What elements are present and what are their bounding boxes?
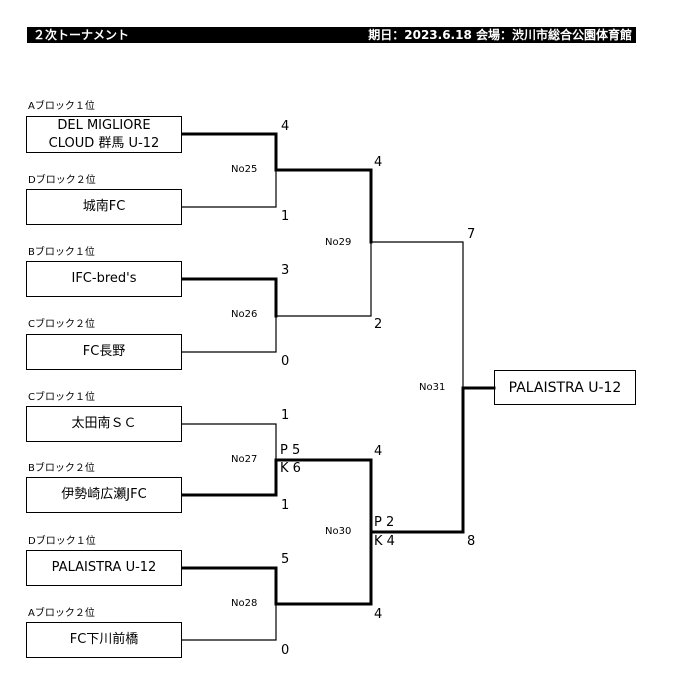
match-label-no28: No28 [231, 598, 258, 609]
pk-no27-top: P 5 [280, 443, 301, 458]
team-name-4: FC長野 [82, 344, 126, 359]
line-r1-team3 [180, 277, 278, 318]
team-box-7: PALAISTRA U-12 [26, 550, 182, 586]
line-r1-team6 [180, 458, 278, 497]
line-r2-no27 [274, 458, 373, 534]
block-label-4: Cブロック２位 [28, 319, 95, 330]
score-no28-bottom: 0 [281, 643, 290, 658]
block-label-6: Bブロック２位 [28, 463, 95, 474]
match-label-no25: No25 [231, 164, 258, 175]
header-bar: ２次トーナメント 期日：2023.6.18 会場：渋川市総合公園体育館 [27, 27, 636, 43]
team-name-8: FC下川前橋 [69, 632, 139, 647]
team-box-6: 伊勢崎広瀬JFC [26, 477, 182, 513]
tournament-title: ２次トーナメント [33, 28, 130, 42]
match-label-no31: No31 [419, 382, 446, 393]
line-r1-team1 [180, 132, 278, 172]
match-label-no29: No29 [325, 237, 352, 248]
match-label-no27: No27 [231, 454, 258, 465]
score-no27-top: 1 [281, 408, 290, 423]
score-no30-bottom: 4 [374, 607, 383, 622]
match-label-no30: No30 [325, 526, 352, 537]
pk-no30-top: P 2 [374, 515, 395, 530]
block-label-7: Dブロック１位 [28, 536, 96, 547]
pk-no27-bottom: K 6 [280, 461, 301, 476]
block-label-2: Dブロック２位 [28, 175, 96, 186]
champion-box: PALAISTRA U-12 [494, 370, 636, 405]
line-final-no30 [369, 386, 465, 534]
score-no31-bottom: 8 [467, 534, 476, 549]
line-final-no29 [370, 241, 464, 389]
line-r1-team8 [181, 603, 277, 641]
team-name-5: 太田南ＳＣ [71, 416, 137, 431]
team-box-4: FC長野 [26, 334, 182, 370]
team-name-1a: DEL MIGLIORE [57, 117, 151, 133]
team-box-8: FC下川前橋 [26, 622, 182, 658]
line-r1-team4 [181, 315, 277, 353]
team-box-3: IFC-bred's [26, 261, 182, 297]
team-name-6: 伊勢崎広瀬JFC [61, 487, 147, 502]
score-no29-top: 4 [374, 155, 383, 170]
match-label-no26: No26 [231, 309, 258, 320]
block-label-8: Aブロック２位 [28, 608, 95, 619]
line-r2-no26 [275, 241, 372, 317]
champion-name: PALAISTRA U-12 [508, 379, 622, 396]
score-no26-top: 3 [281, 263, 290, 278]
block-label-3: Bブロック１位 [28, 247, 95, 258]
score-no31-top: 7 [467, 227, 476, 242]
team-name-1b: CLOUD 群馬 U-12 [48, 135, 160, 151]
team-box-5: 太田南ＳＣ [26, 406, 182, 442]
line-r2-no25 [274, 168, 373, 244]
team-name-7: PALAISTRA U-12 [51, 560, 157, 575]
score-no25-bottom: 1 [281, 209, 290, 224]
block-label-5: Cブロック１位 [28, 392, 95, 403]
line-r2-no28 [274, 530, 373, 606]
team-name-3: IFC-bred's [71, 271, 137, 286]
line-r1-team7 [180, 566, 278, 606]
line-r1-team5 [181, 423, 277, 461]
score-no29-bottom: 2 [374, 317, 383, 332]
score-no30-top: 4 [374, 444, 383, 459]
score-no25-top: 4 [281, 119, 290, 134]
pk-no30-bottom: K 4 [374, 534, 395, 549]
score-no28-top: 5 [281, 552, 290, 567]
team-name-2: 城南FC [82, 199, 126, 214]
line-r1-team2 [181, 169, 277, 208]
block-label-1: Aブロック１位 [28, 101, 95, 112]
team-box-2: 城南FC [26, 189, 182, 225]
date-venue: 期日：2023.6.18 会場：渋川市総合公園体育館 [368, 28, 632, 42]
team-box-1: DEL MIGLIORE CLOUD 群馬 U-12 [26, 116, 182, 153]
score-no26-bottom: 0 [281, 354, 290, 369]
score-no27-bottom: 1 [281, 498, 290, 513]
